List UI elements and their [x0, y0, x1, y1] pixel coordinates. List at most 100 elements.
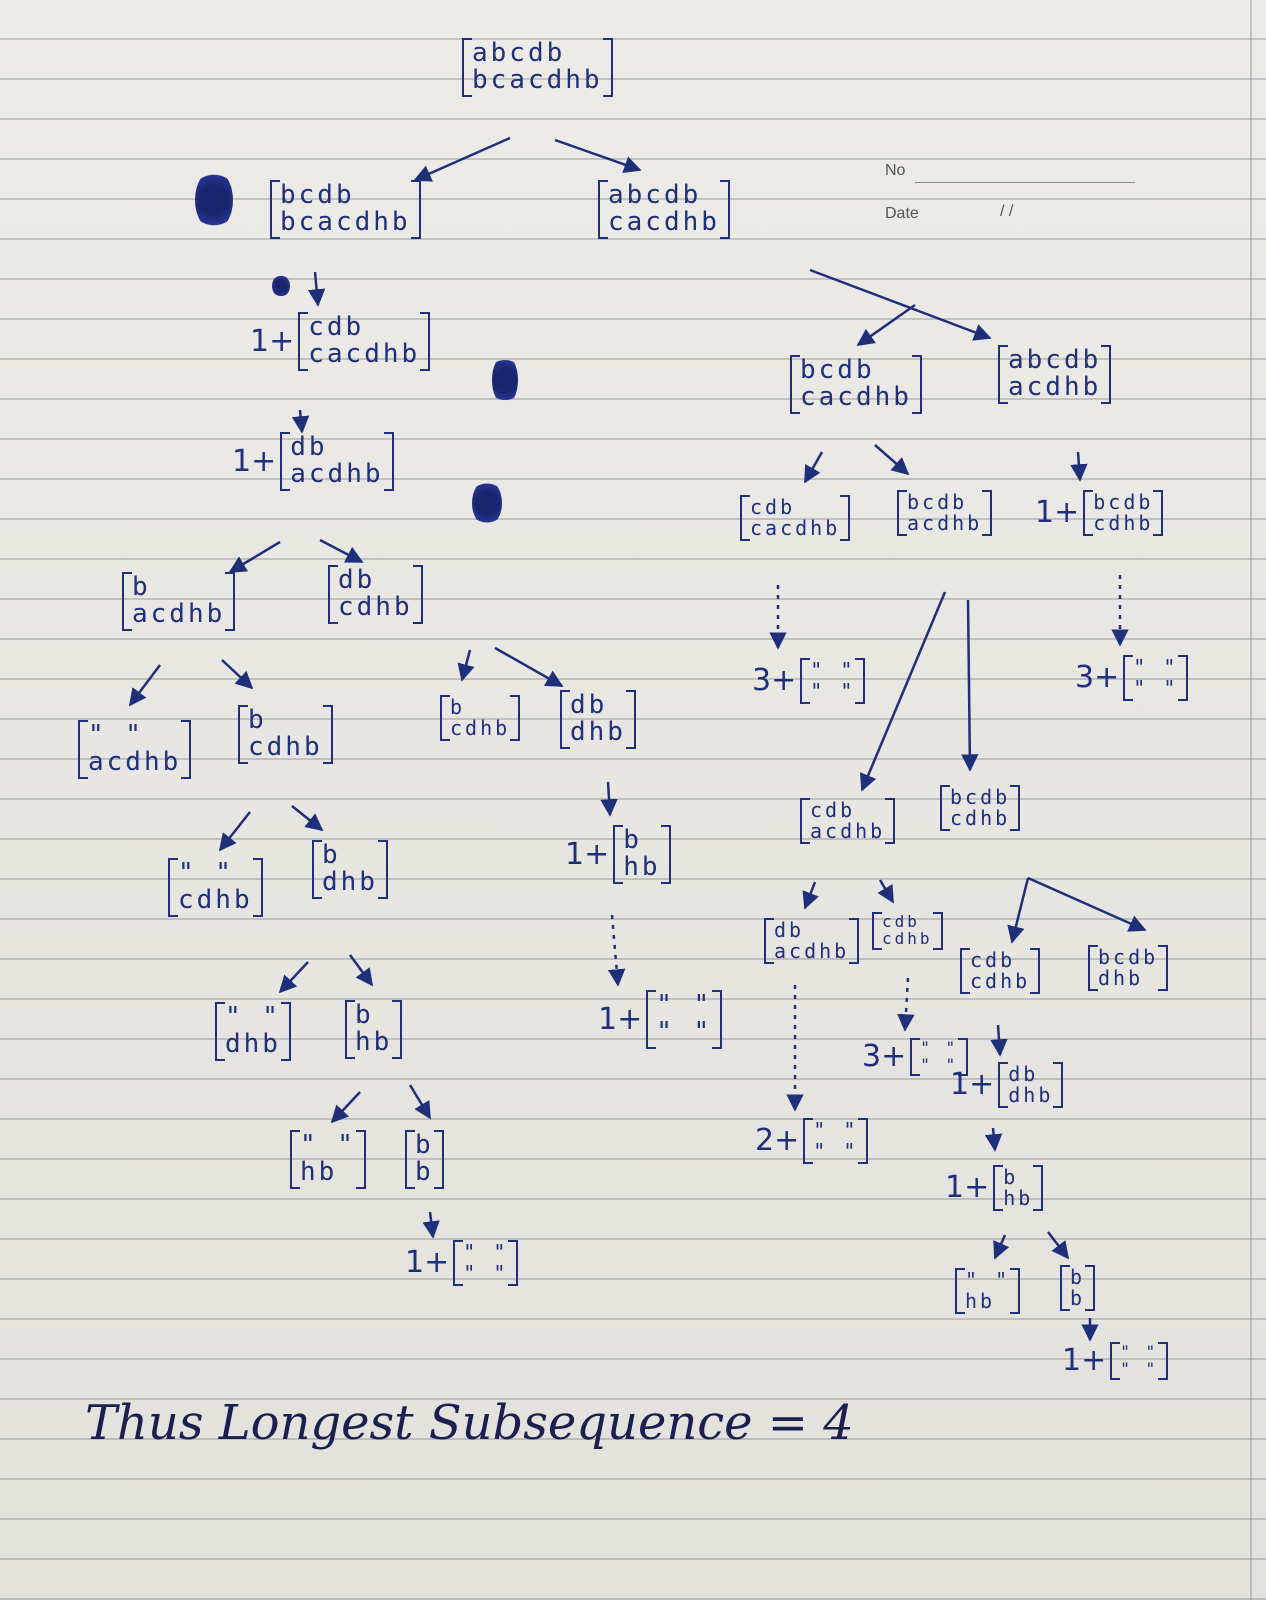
- node-top: bcdb: [1098, 945, 1159, 969]
- node-bottom: cdhb: [1093, 511, 1154, 535]
- edge: [856, 303, 916, 347]
- edge: [554, 138, 642, 174]
- node-top: abcdb: [608, 180, 702, 210]
- node-prefix: 1+: [1062, 1343, 1107, 1379]
- node-top: abcdb: [472, 38, 566, 68]
- node-prefix: 1+: [250, 323, 295, 359]
- node-bottom: dhb: [1098, 966, 1144, 990]
- dotted-edge: [897, 977, 915, 1032]
- node-bottom: cacdhb: [750, 516, 841, 540]
- node-top: b: [355, 1000, 374, 1030]
- node-bottom: dhb: [322, 867, 378, 898]
- node-prefix: 3+: [752, 663, 797, 699]
- node-bottom: cacdhb: [800, 382, 912, 413]
- edge: [422, 1211, 440, 1239]
- node-top: " ": [813, 1118, 859, 1142]
- node-r9a: " "hb: [955, 1268, 1021, 1314]
- node-r4a: 3+ " "" ": [752, 658, 866, 704]
- edge: [319, 538, 364, 564]
- node-bottom: " ": [813, 1139, 859, 1163]
- node-bottom: cdhb: [950, 806, 1011, 830]
- node-bottom: " ": [810, 679, 856, 703]
- node-top: cdb: [882, 912, 920, 931]
- node-top: " ": [225, 1002, 281, 1032]
- no-label: No: [885, 162, 906, 179]
- node-top: db: [338, 565, 376, 595]
- node-bottom: acdhb: [88, 747, 182, 778]
- node-top: " ": [920, 1038, 959, 1057]
- edge: [218, 811, 251, 852]
- node-r10: 1+ " "" ": [1062, 1342, 1169, 1380]
- edge: [348, 954, 374, 987]
- dotted-edge: [607, 914, 626, 987]
- node-bottom: acdhb: [774, 939, 850, 963]
- edge: [494, 646, 564, 688]
- conclusion-text: Thus Longest Subsequence = 4: [85, 1395, 854, 1451]
- node-top: bcdb: [280, 180, 355, 210]
- node-bottom: bcacdhb: [472, 65, 603, 96]
- node-bottom: cdhb: [450, 716, 511, 740]
- node-top: b: [1070, 1265, 1086, 1289]
- edge: [984, 1127, 1003, 1152]
- node-top: bcdb: [800, 355, 875, 385]
- node-prefix: 1+: [565, 836, 610, 872]
- node-top: b: [450, 695, 466, 719]
- node-top: b: [322, 840, 341, 870]
- edge: [809, 268, 992, 341]
- node-top: db: [1008, 1062, 1039, 1086]
- node-bottom: b: [415, 1157, 434, 1188]
- date-value: / /: [1000, 203, 1014, 220]
- node-top: bcdb: [907, 490, 968, 514]
- edge: [961, 599, 979, 772]
- node-l8a: " "hb: [290, 1130, 366, 1189]
- node-bottom: hb: [1003, 1186, 1034, 1210]
- node-top: abcdb: [1008, 345, 1102, 375]
- no-line: [915, 182, 1135, 183]
- node-bottom: hb: [965, 1289, 996, 1313]
- edge: [307, 271, 326, 307]
- node-bottom: b: [1070, 1286, 1086, 1310]
- edge: [1047, 1231, 1070, 1260]
- edge: [291, 409, 310, 434]
- node-top: " ": [300, 1130, 356, 1160]
- node-top: " ": [463, 1240, 509, 1264]
- node-bottom: bcacdhb: [280, 207, 411, 238]
- edge: [221, 659, 254, 690]
- node-bottom: hb: [300, 1157, 338, 1188]
- node-l7c: 1+ " "" ": [598, 990, 723, 1049]
- node-bottom: hb: [355, 1027, 393, 1058]
- node-bottom: cdhb: [970, 969, 1031, 993]
- node-r4c: 3+ " "" ": [1075, 655, 1189, 701]
- node-top: db: [290, 432, 328, 462]
- node-top: bcdb: [950, 785, 1011, 809]
- edge: [877, 879, 895, 904]
- node-bottom: " ": [920, 1054, 959, 1074]
- edge: [802, 881, 819, 910]
- node-top: b: [132, 572, 151, 602]
- edge: [600, 781, 618, 817]
- node-l5a: " "acdhb: [78, 720, 192, 779]
- edge: [1007, 877, 1030, 944]
- node-bottom: dhb: [1008, 1083, 1054, 1107]
- ink-blob: [492, 355, 518, 405]
- margin-line: [1250, 0, 1252, 1600]
- node-bottom: acdhb: [907, 511, 983, 535]
- edge: [457, 649, 475, 682]
